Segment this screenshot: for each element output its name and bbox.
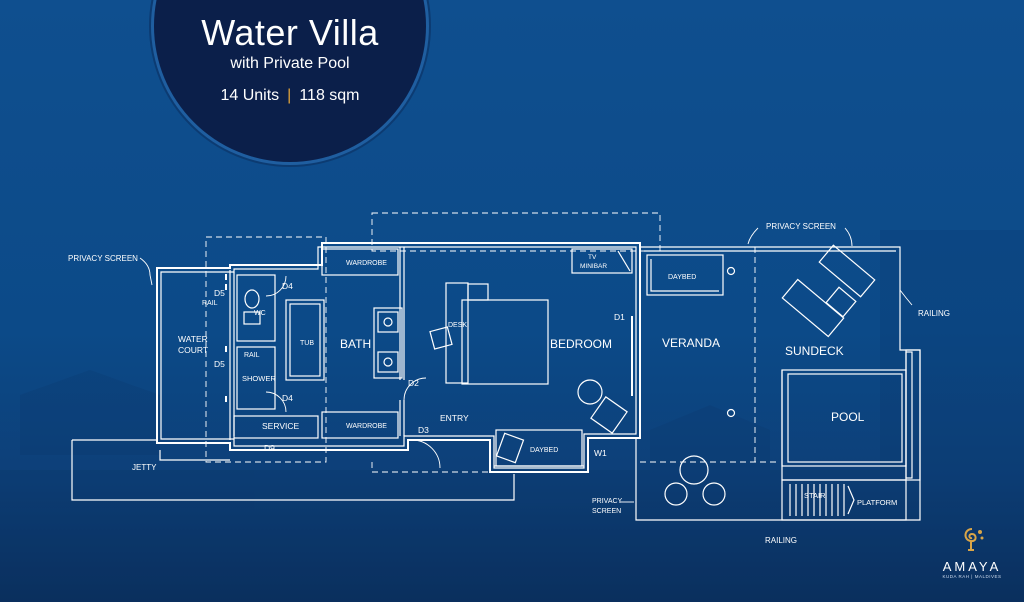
villa-title: Water Villa — [201, 12, 379, 53]
label-tv: TV — [588, 254, 597, 261]
label-rail-top: RAIL — [202, 300, 218, 307]
spec-separator: | — [287, 87, 292, 104]
floor-plan-walls — [71, 212, 921, 521]
door-tags: D5 D5 D4 D4 D9 D3 D2 D1 W1 — [214, 281, 625, 458]
label-entry: ENTRY — [440, 413, 469, 423]
villa-subtitle: with Private Pool — [230, 55, 350, 72]
villa-specs: 14 Units | 118 sqm — [154, 87, 426, 105]
tag-d4-bottom: D4 — [282, 393, 293, 403]
label-privacy-screen-top: PRIVACY SCREEN — [766, 222, 836, 231]
label-privacy-screen-bottom-2: SCREEN — [592, 508, 621, 515]
label-stair: STAIR — [804, 491, 826, 500]
label-rail-bottom: RAIL — [244, 352, 260, 359]
amaya-logo-icon — [964, 528, 984, 551]
tag-d5-top: D5 — [214, 288, 225, 298]
label-minibar: MINIBAR — [580, 263, 607, 270]
label-privacy-screen-left: PRIVACY SCREEN — [68, 254, 138, 263]
label-pool: POOL — [831, 410, 865, 424]
tag-d3: D3 — [418, 425, 429, 435]
background-scenery — [0, 230, 1024, 602]
label-water-court-1: WATER — [178, 334, 208, 344]
logo-tagline: KUDA RAH | MALDIVES — [942, 574, 1002, 579]
amaya-logo: AMAYA KUDA RAH | MALDIVES — [936, 526, 1008, 579]
tag-d2: D2 — [408, 378, 419, 388]
label-railing-bottom: RAILING — [765, 536, 797, 545]
label-bath: BATH — [340, 337, 371, 351]
tag-d1: D1 — [614, 312, 625, 322]
plan-labels: PRIVACY SCREEN PRIVACY SCREEN PRIVACY SC… — [68, 222, 950, 545]
label-wc: WC — [254, 310, 266, 317]
tag-d5-bottom: D5 — [214, 359, 225, 369]
label-jetty: JETTY — [132, 463, 157, 472]
label-veranda: VERANDA — [662, 336, 720, 350]
label-bedroom: BEDROOM — [550, 337, 612, 351]
label-privacy-screen-bottom-1: PRIVACY — [592, 498, 623, 505]
label-railing-right: RAILING — [918, 309, 950, 318]
label-tub: TUB — [300, 340, 314, 347]
label-daybed-bedroom: DAYBED — [530, 447, 558, 454]
label-water-court-2: COURT — [178, 345, 208, 355]
logo-wordmark: AMAYA — [942, 559, 1002, 574]
villa-area: 118 sqm — [299, 87, 360, 104]
label-daybed-veranda: DAYBED — [668, 274, 696, 281]
label-wardrobe-top: WARDROBE — [346, 260, 387, 267]
tag-d4-top: D4 — [282, 281, 293, 291]
label-shower: SHOWER — [242, 374, 276, 383]
label-wardrobe-bottom: WARDROBE — [346, 423, 387, 430]
label-service: SERVICE — [262, 421, 299, 431]
unit-count: 14 Units — [220, 87, 280, 104]
tag-w1: W1 — [594, 448, 607, 458]
label-platform: PLATFORM — [857, 498, 897, 507]
tag-d9: D9 — [264, 443, 275, 453]
label-desk: DESK — [448, 322, 467, 329]
label-sundeck: SUNDECK — [785, 344, 844, 358]
